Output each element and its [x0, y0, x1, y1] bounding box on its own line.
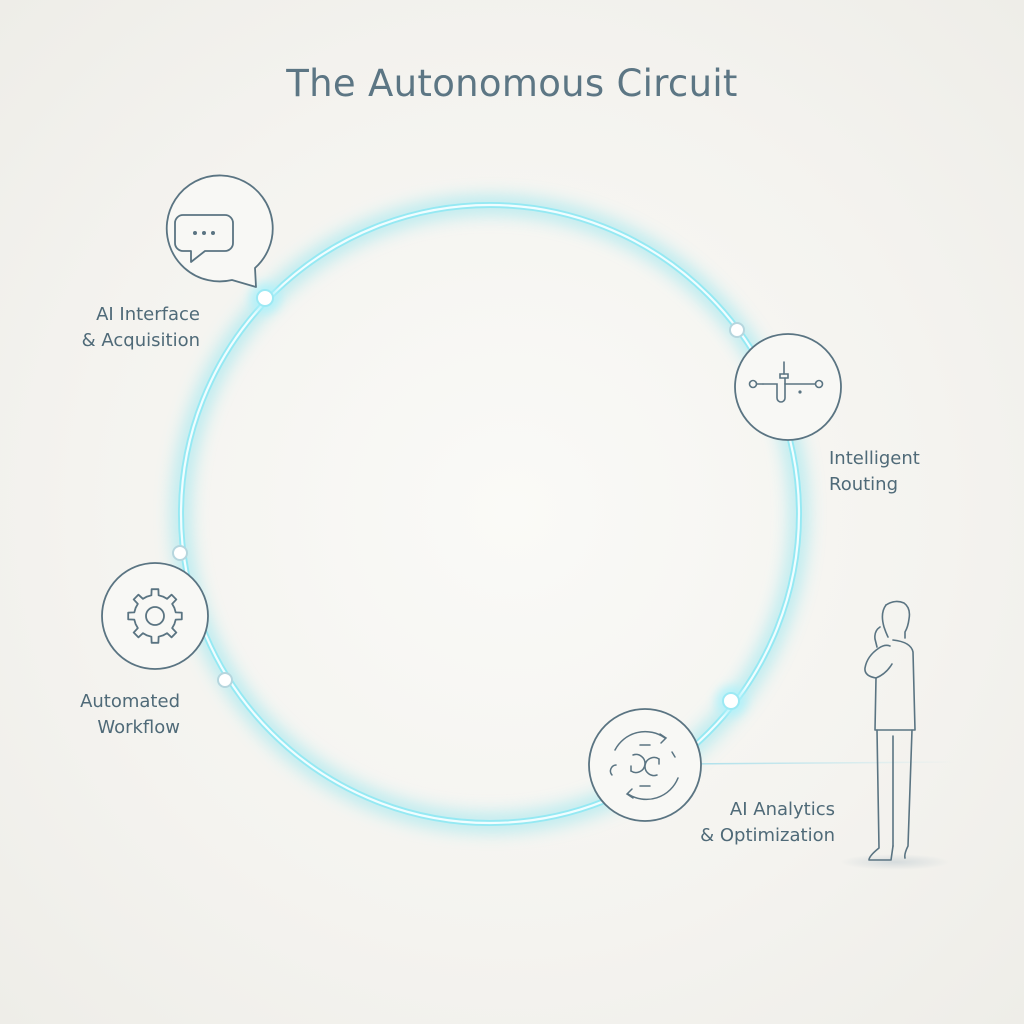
cycle-arrows-icon: [588, 708, 702, 822]
stage-label-interface: AI Interface & Acquisition: [70, 302, 200, 354]
stage-label-line: & Optimization: [700, 825, 835, 846]
circuit-ring: [173, 197, 807, 831]
node-minor: [172, 545, 188, 561]
stage-label-line: AI Analytics: [729, 799, 835, 820]
chat-bubble-icon: [165, 174, 274, 288]
connector-line: [675, 761, 956, 765]
node-interface: [250, 283, 280, 313]
stage-label-line: & Acquisition: [81, 330, 200, 351]
stage-label-workflow: Automated Workflow: [70, 689, 180, 741]
person-figure-icon: [840, 600, 950, 870]
stage-label-line: Automated: [80, 691, 180, 712]
routing-icon: [734, 333, 842, 441]
node-analytics: [716, 686, 746, 716]
page-title: The Autonomous Circuit: [286, 62, 738, 105]
stage-label-line: Routing: [829, 474, 899, 495]
stage-label-line: AI Interface: [96, 304, 200, 325]
stage-label-analytics: AI Analytics & Optimization: [680, 797, 835, 849]
gear-icon: [101, 562, 209, 670]
node-minor: [729, 322, 745, 338]
stage-label-line: Intelligent: [829, 448, 920, 469]
node-minor: [217, 672, 233, 688]
stage-label-routing: Intelligent Routing: [829, 446, 920, 498]
stage-label-line: Workflow: [97, 717, 180, 738]
